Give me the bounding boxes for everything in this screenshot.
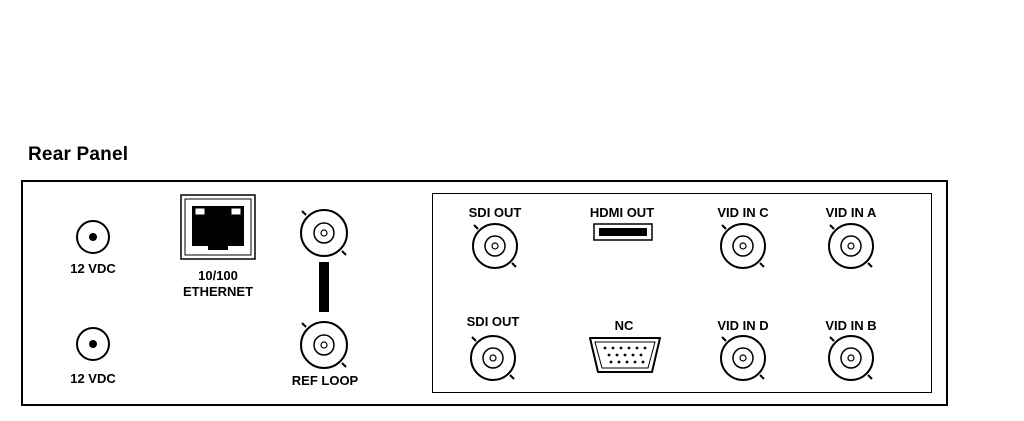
sdi-out-bottom-bnc	[467, 332, 519, 384]
nc-label: NC	[614, 318, 634, 333]
dc-power-label-2: 12 VDC	[70, 371, 116, 386]
ref-loop-bnc-top	[297, 206, 351, 260]
panel-title: Rear Panel	[28, 144, 129, 165]
vid-in-b-label: VID IN B	[825, 318, 877, 333]
dc-power-jack-2	[75, 326, 111, 362]
hdmi-out-label: HDMI OUT	[589, 205, 655, 220]
rear-panel-outline	[21, 180, 948, 406]
ref-loop-bnc-bottom	[297, 318, 351, 372]
sdi-out-bottom-label: SDI OUT	[466, 314, 520, 329]
vid-in-d-label: VID IN D	[717, 318, 769, 333]
ethernet-label-line1: 10/100	[198, 268, 238, 283]
dc-power-label-1: 12 VDC	[70, 261, 116, 276]
ethernet-label-line2: ETHERNET	[182, 284, 254, 299]
dc-power-jack-1	[75, 219, 111, 255]
vid-in-d-bnc	[717, 332, 769, 384]
vid-in-b-bnc	[825, 332, 877, 384]
nc-dsub-port	[588, 336, 662, 374]
video-io-section	[432, 193, 932, 393]
sdi-out-top-bnc	[469, 220, 521, 272]
vid-in-c-label: VID IN C	[717, 205, 769, 220]
vid-in-a-bnc	[825, 220, 877, 272]
ref-loop-label: REF LOOP	[291, 373, 359, 388]
sdi-out-top-label: SDI OUT	[468, 205, 522, 220]
vid-in-a-label: VID IN A	[825, 205, 877, 220]
vid-in-c-bnc	[717, 220, 769, 272]
ethernet-port	[180, 194, 256, 260]
ref-loop-link-bar	[319, 262, 329, 312]
hdmi-port	[593, 223, 653, 241]
